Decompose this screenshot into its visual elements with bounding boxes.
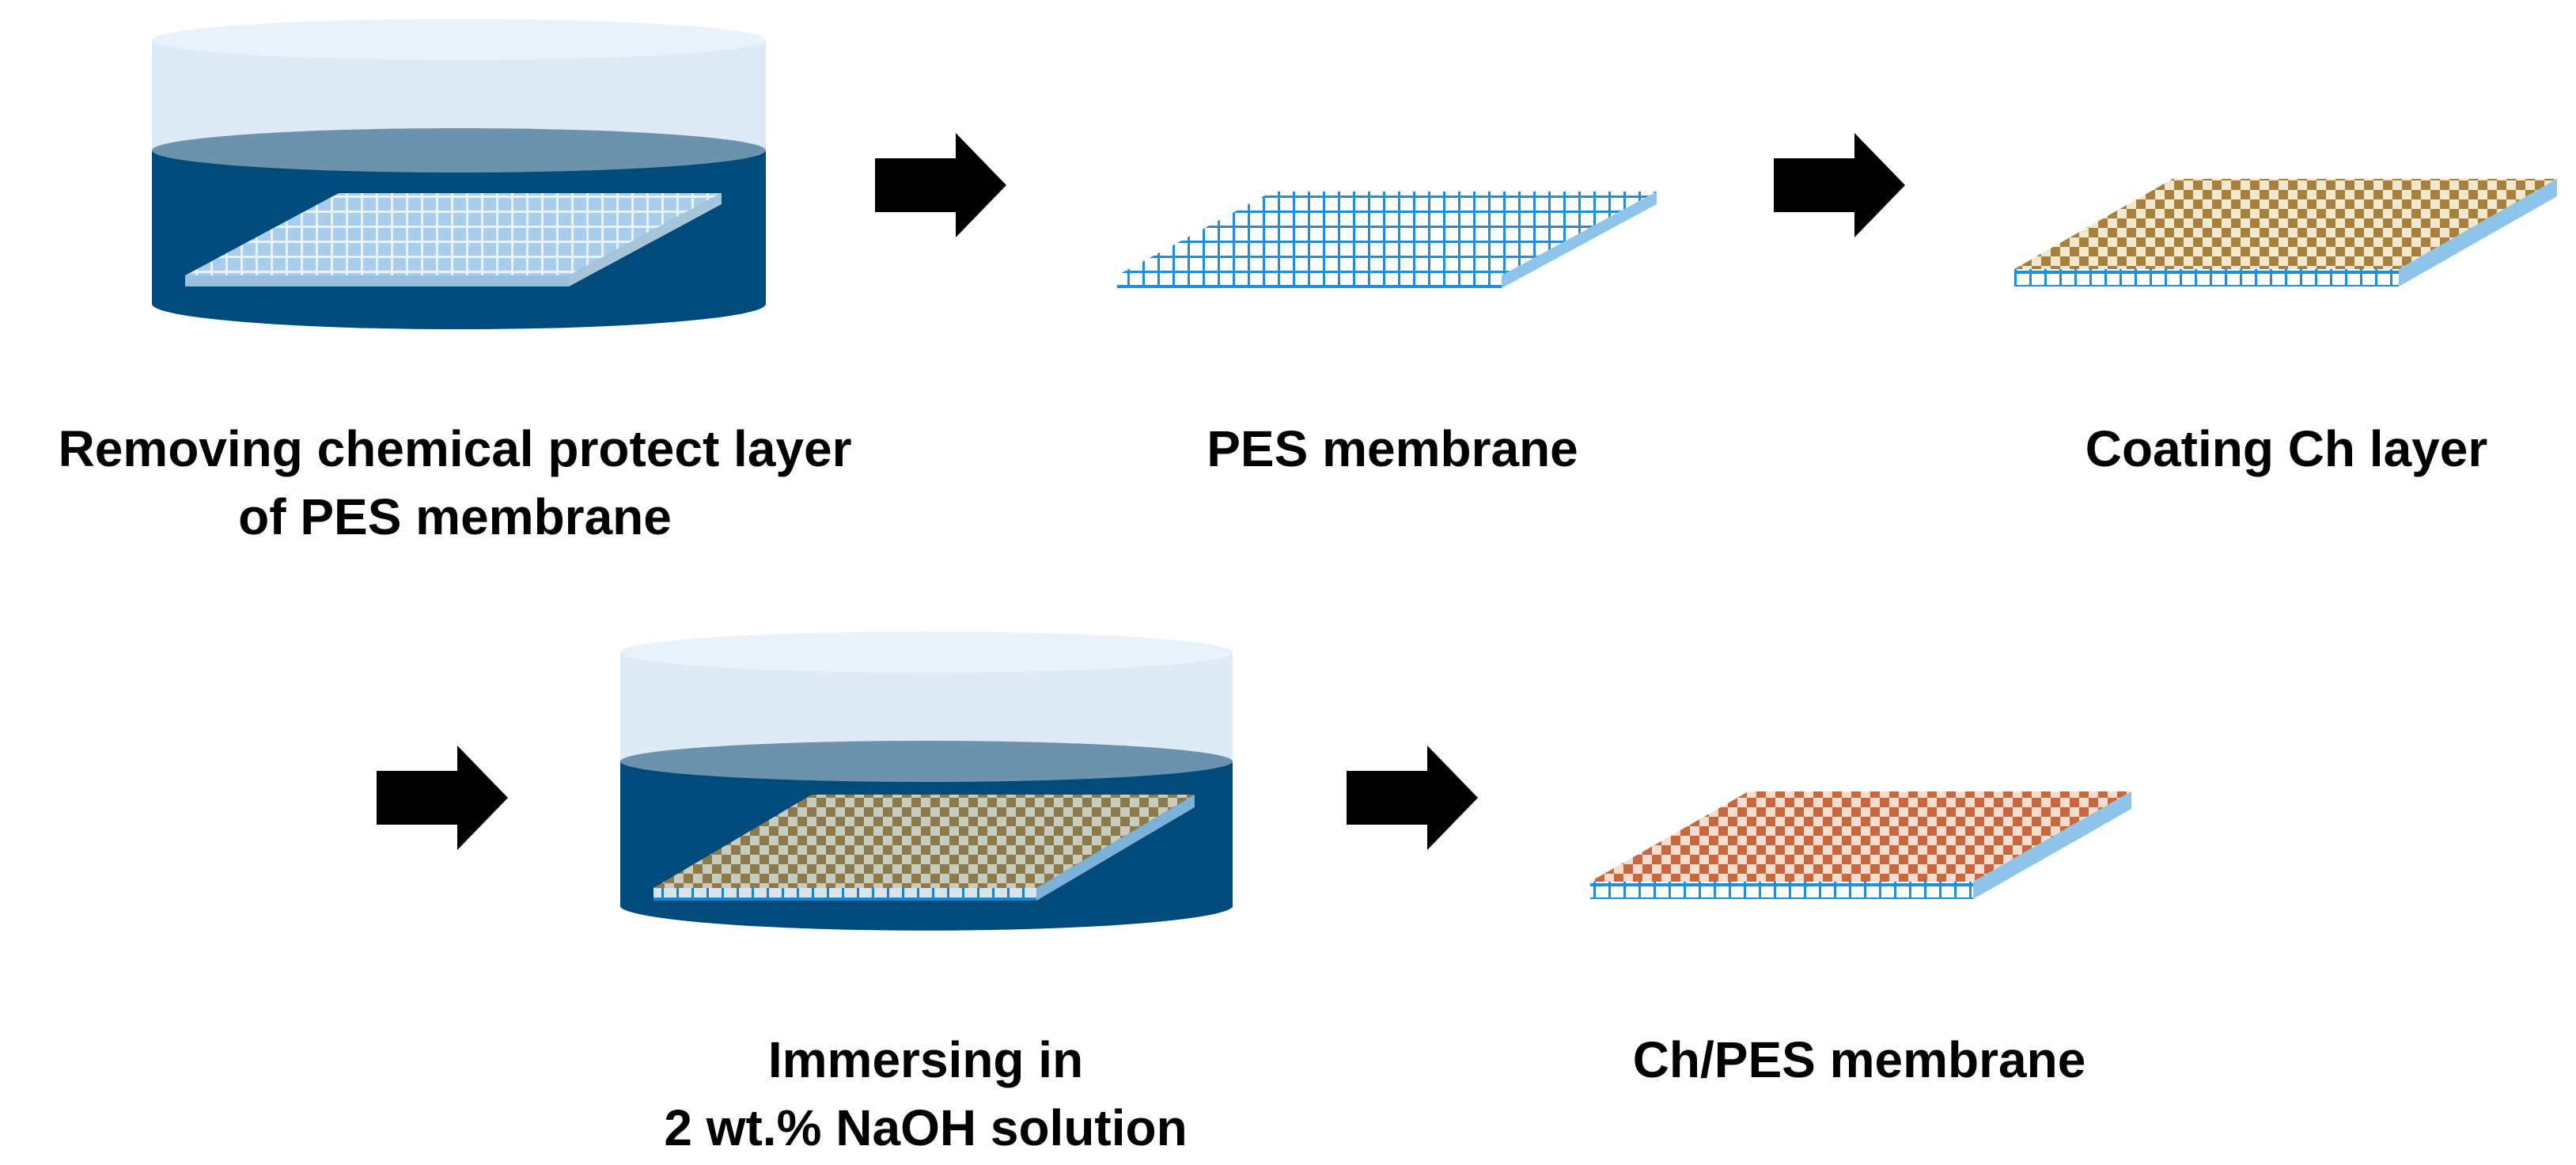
arrow-right-icon (1347, 746, 1478, 850)
step-2-caption: PES membrane (1108, 415, 1677, 483)
step-3-caption-line-1: Coating Ch layer (2085, 420, 2488, 477)
chpes-membrane-top (1590, 791, 2131, 882)
step-2-caption-line-1: PES membrane (1207, 420, 1578, 477)
arrow-right-icon (875, 133, 1006, 237)
mesh-membrane-side-edge (1502, 192, 1657, 288)
mesh-membrane (1117, 192, 1657, 288)
mesh-membrane-immersed (185, 193, 722, 275)
coated-membrane-immersed (653, 795, 1195, 888)
dish-rim (620, 632, 1233, 673)
chpes-membrane-side-edge (1973, 791, 2131, 899)
step-4-caption-line-2: 2 wt.% NaOH solution (664, 1099, 1188, 1156)
coated-membrane-side-edge (2399, 179, 2557, 287)
coated-membrane-edge (653, 888, 1036, 901)
step-1-caption-line-2: of PES membrane (238, 488, 672, 545)
coated-membrane-front-edge (2014, 269, 2399, 287)
step-1-caption: Removing chemical protect layer of PES m… (0, 415, 910, 551)
step-4-caption: Immersing in 2 wt.% NaOH solution (554, 1026, 1297, 1162)
liquid-surface (152, 128, 766, 173)
step-5-caption: Ch/PES membrane (1574, 1026, 2144, 1094)
chpes-membrane-front-edge (1590, 882, 1973, 899)
liquid-surface (620, 741, 1233, 782)
checker-coated-membrane-tan (2014, 179, 2557, 287)
step-3-caption: Coating Ch layer (2010, 415, 2563, 483)
mesh-membrane-side (569, 193, 722, 287)
step-5-caption-line-1: Ch/PES membrane (1632, 1031, 2086, 1088)
step-1-caption-line-1: Removing chemical protect layer (58, 420, 852, 477)
arrow-right-icon (377, 746, 508, 850)
mesh-membrane-front-edge (1117, 275, 1502, 288)
dish-with-coated-membrane (620, 632, 1233, 931)
dish-rim (152, 19, 766, 60)
mesh-membrane-edge (185, 275, 569, 287)
coated-membrane-side (1036, 795, 1195, 901)
mesh-membrane-top (1117, 192, 1657, 275)
coated-membrane-top (2014, 179, 2557, 269)
arrow-right-icon (1774, 133, 1905, 237)
step-4-caption-line-1: Immersing in (767, 1031, 1084, 1088)
dish-with-mesh (152, 19, 766, 329)
checker-coated-membrane-orange (1590, 791, 2131, 899)
